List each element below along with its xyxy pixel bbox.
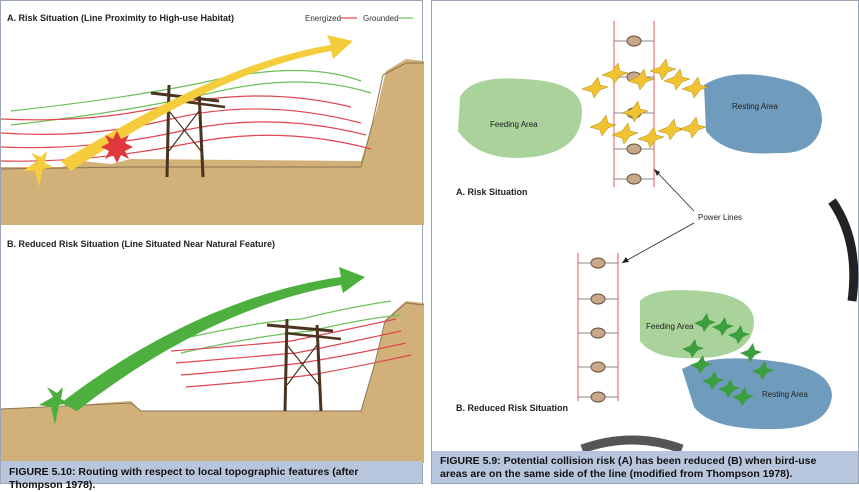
terrain-a-edge: [1, 62, 424, 170]
legend-grounded-label: Grounded: [363, 14, 399, 23]
feeding-area-a-label: Feeding Area: [490, 120, 538, 129]
scene-a-label: A. Risk Situation: [456, 187, 528, 197]
figure-5-9-drawing: Feeding Area Resting Area: [456, 21, 859, 453]
caption-line-2: areas are on the same side of the line (…: [440, 468, 793, 480]
feeding-area-a: [458, 78, 582, 158]
pointer-arrowhead-a: [654, 169, 660, 176]
power-line-b: [577, 253, 619, 403]
power-lines-label: Power Lines: [698, 213, 742, 222]
figure-5-9: Feeding Area Resting Area: [431, 0, 859, 484]
figure-5-10-drawing: A. Risk Situation (Line Proximity to Hig…: [1, 13, 424, 463]
figure-5-9-caption: FIGURE 5.9: Potential collision risk (A)…: [432, 451, 858, 483]
yellow-birds: [581, 58, 709, 149]
tower-b: [266, 318, 342, 412]
resting-area-b-label: Resting Area: [762, 390, 808, 399]
green-birds: [682, 313, 774, 406]
legend-energized-label: Energized: [305, 14, 341, 23]
yellow-bird-icon: [23, 151, 53, 187]
figure-5-10: A. Risk Situation (Line Proximity to Hig…: [0, 0, 424, 491]
scene-b: B. Reduced Risk Situation (Line Situated…: [1, 239, 424, 463]
feeding-area-b-label: Feeding Area: [646, 322, 694, 331]
terrain-a: [1, 59, 424, 225]
scene-b-label: B. Reduced Risk Situation: [456, 403, 568, 413]
scene-a: A. Risk Situation (Line Proximity to Hig…: [1, 13, 424, 225]
scene-a-title: A. Risk Situation (Line Proximity to Hig…: [7, 13, 234, 23]
terrain-b: [1, 301, 424, 463]
resting-area-a: [704, 74, 822, 154]
safe-flight-arrow: [61, 267, 365, 411]
background-arc: [828, 198, 859, 302]
resting-area-a-label: Resting Area: [732, 102, 778, 111]
grounded-wires-a: [10, 69, 372, 126]
scene-b-title: B. Reduced Risk Situation (Line Situated…: [7, 239, 275, 249]
pointer-line-b: [621, 222, 695, 264]
resting-area-b: [682, 358, 832, 430]
pointer-line-a: [653, 168, 695, 212]
terrain-b-edge: [1, 302, 424, 412]
risk-flight-arrow: [61, 35, 353, 171]
green-bird-icon: [39, 387, 69, 425]
pointer-arrowhead-b: [622, 257, 629, 263]
figure-5-10-caption: FIGURE 5.10: Routing with respect to loc…: [1, 461, 422, 491]
caption-line-1: FIGURE 5.9: Potential collision risk (A)…: [440, 455, 817, 467]
background-arc-bottom: [580, 435, 684, 453]
collision-burst-icon: [101, 131, 133, 163]
power-line-a: [613, 21, 655, 187]
grounded-wires-b: [180, 300, 402, 354]
